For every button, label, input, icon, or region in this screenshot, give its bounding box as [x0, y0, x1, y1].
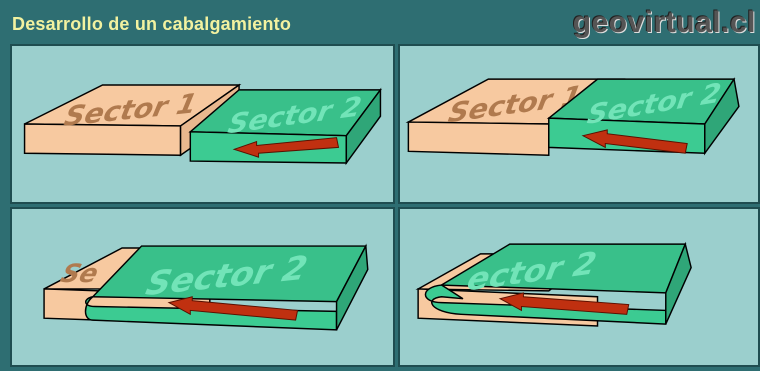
thrust-arrow-icon: [167, 296, 299, 321]
thrust-arrow-icon: [581, 129, 688, 154]
stage-3-diagram: Se Sector 2: [43, 243, 369, 331]
sector2-fold: [424, 284, 667, 325]
sector2-side: [704, 77, 740, 156]
sector1-front: [407, 121, 550, 156]
stage-panel-1: Sector 1 Sector 2: [10, 44, 395, 204]
thrust-arrow-icon: [232, 137, 340, 158]
sector2-side: [335, 243, 369, 331]
stage-panel-3: Se Sector 2: [10, 207, 395, 367]
sector2-side: [665, 241, 692, 325]
stage-4-diagram: ector 2: [415, 241, 692, 327]
thrust-arrow-icon: [498, 292, 630, 315]
stage-panel-2: Sector 1 Sector 2: [398, 44, 760, 204]
stage-panel-4: ector 2: [398, 207, 760, 367]
brand-logo-text: geovirtual.cl: [572, 6, 756, 39]
stage-2-diagram: Sector 1 Sector 2: [405, 77, 740, 156]
stage-1-diagram: Sector 1 Sector 2: [23, 83, 382, 166]
diagram-title: Desarrollo de un cabalgamiento: [12, 14, 292, 34]
sector1-front: [23, 123, 182, 156]
sector2-side: [345, 87, 382, 166]
